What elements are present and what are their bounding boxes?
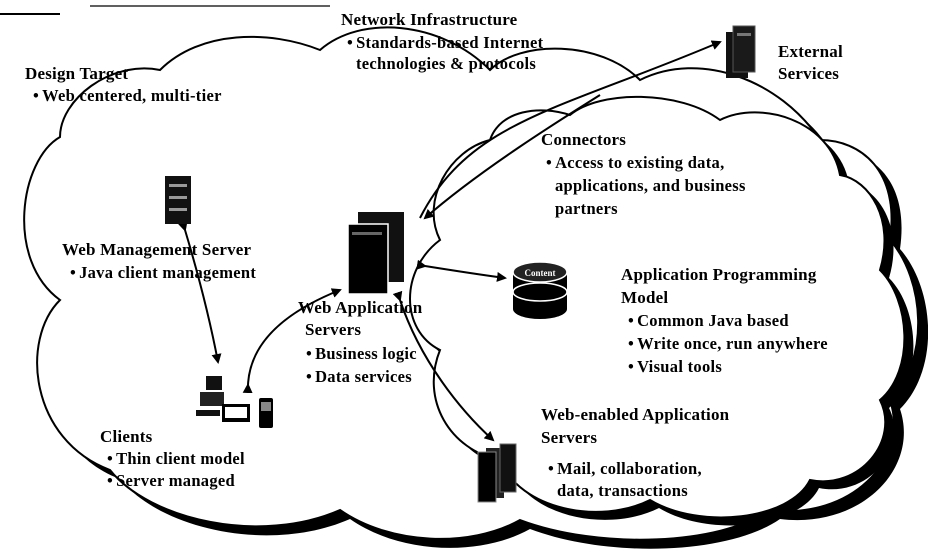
web-enabled-server-icon [477,443,517,503]
apm-title-line-2: Model [621,288,669,307]
arrow-was-to-content [416,259,507,282]
arrow-to-external-services [419,40,722,219]
wms-bullet: Java client management [70,262,256,283]
database-label: Content [525,268,556,278]
was-title-line-1: Web Application [298,298,423,317]
was-bullet-2: Data services [306,366,412,387]
connectors-title: Connectors [541,130,627,149]
clients-bullet-2: Server managed [107,470,235,491]
external-services-line-1: External [778,42,843,61]
clients-bullet-1: Thin client model [107,448,245,469]
clients-icon [196,376,273,428]
weas-bullet-2: data, transactions [557,481,688,500]
connectors-bullet-2: applications, and business [555,176,746,195]
external-services-line-2: Services [778,64,840,83]
arrow-connectors-to-was [423,94,601,220]
weas-title-line-1: Web-enabled Application [541,405,730,424]
content-database-icon: Content [512,261,568,319]
apm-bullet-1: Common Java based [628,310,789,331]
network-bullet-1: Standards-based Internet [347,32,543,53]
web-management-server-title: Web Management Server [62,240,252,259]
arrow-clients-to-was [242,288,342,394]
weas-title-line-2: Servers [541,428,598,447]
application-server-icon [347,212,404,295]
weas-bullet-1: Mail, collaboration, [548,458,702,479]
network-bullet-2: technologies & protocols [356,54,537,73]
corner-logo-mark [0,5,330,15]
design-target-bullet: Web centered, multi-tier [33,85,222,106]
was-bullet-1: Business logic [306,343,417,364]
arrows [177,40,722,442]
apm-title-line-1: Application Programming [621,265,817,284]
arrow-was-to-web-enabled [392,290,495,442]
management-server-icon [165,176,191,224]
network-infrastructure-title: Network Infrastructure [341,10,518,29]
was-title-line-2: Servers [305,320,362,339]
connectors-bullet-3: partners [555,199,618,218]
clients-title: Clients [100,427,153,446]
apm-bullet-3: Visual tools [628,356,722,377]
connectors-bullet-1: Access to existing data, [546,152,725,173]
apm-bullet-2: Write once, run anywhere [628,333,828,354]
external-server-icon [726,25,756,78]
design-target-title: Design Target [25,64,129,83]
arrow-wms-to-clients [177,220,222,364]
